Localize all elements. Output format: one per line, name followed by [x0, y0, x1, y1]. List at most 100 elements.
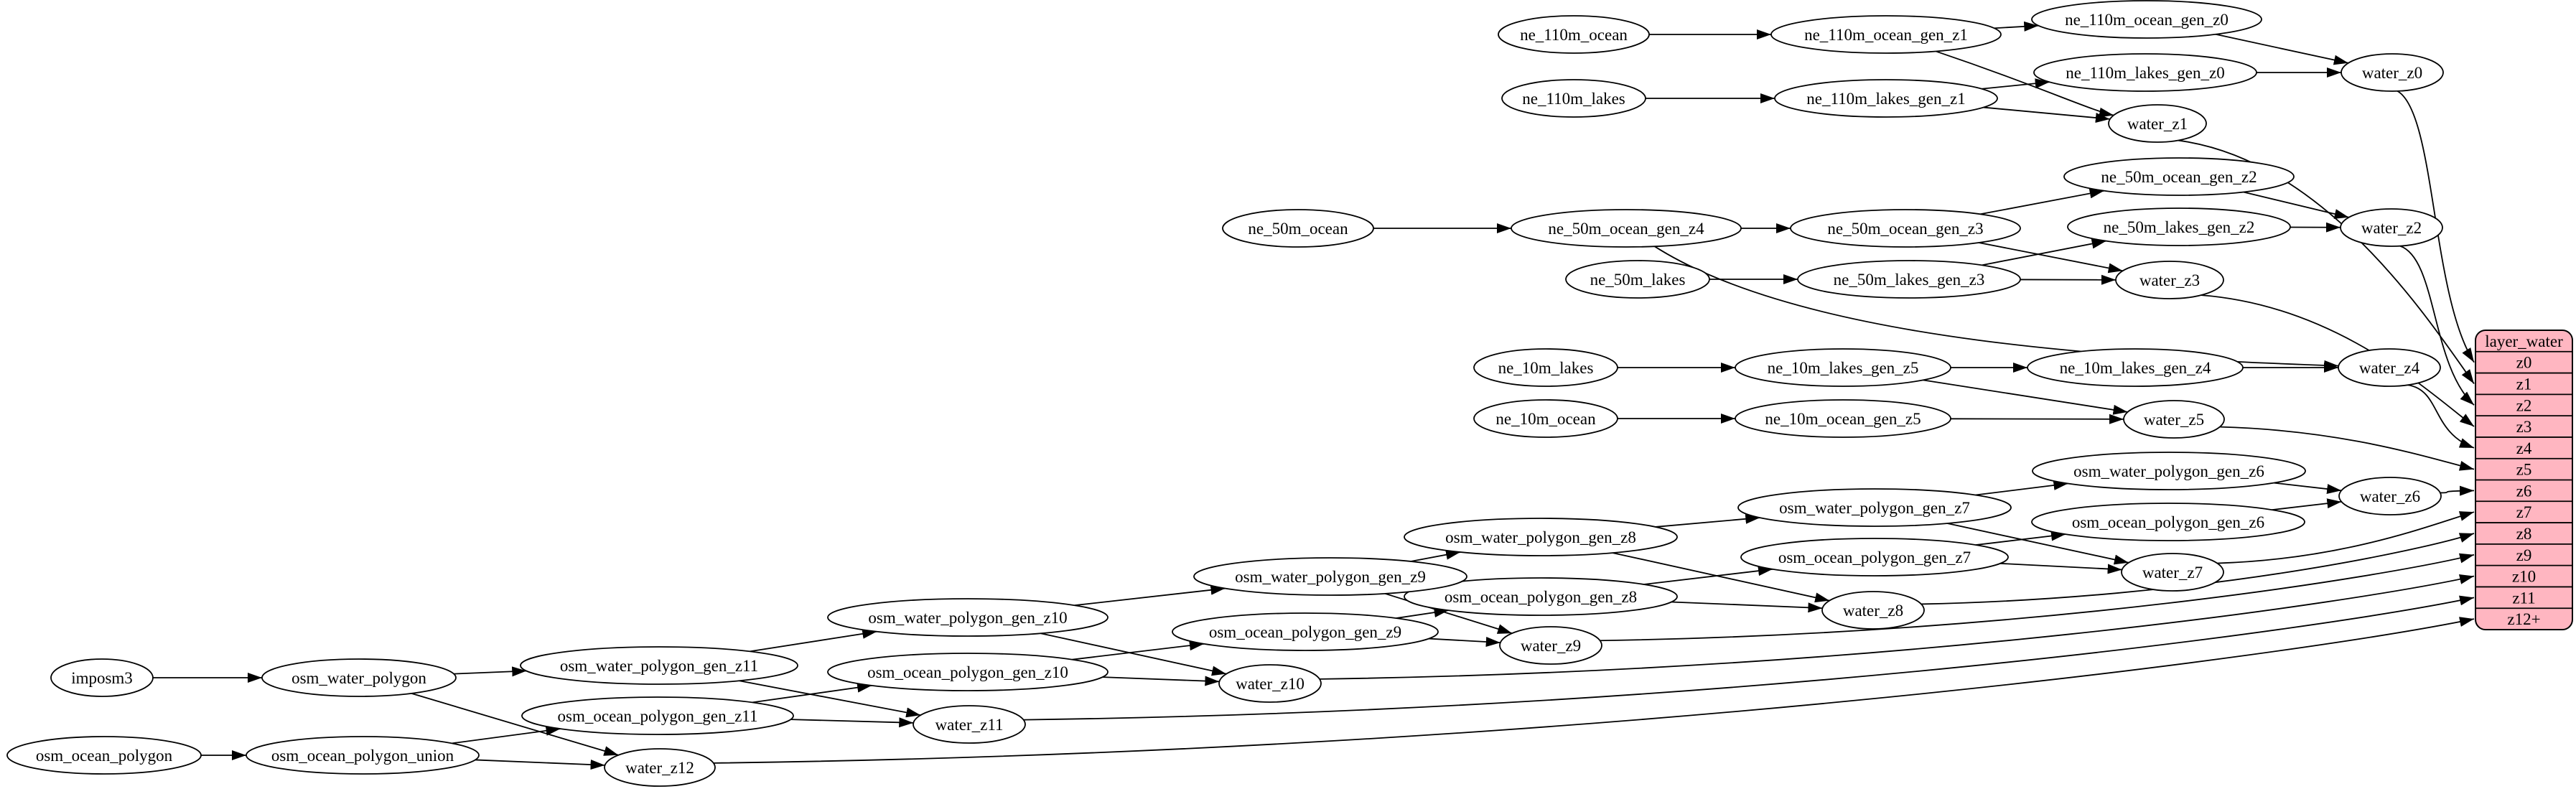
node-label-ne_110m_lakes_gen_z1: ne_110m_lakes_gen_z1 — [1806, 90, 1965, 108]
node-label-ne_110m_ocean_gen_z1: ne_110m_ocean_gen_z1 — [1804, 26, 1968, 44]
node-shape-osm_water_polygon_gen_z11 — [520, 646, 798, 685]
node-label-water_z12: water_z12 — [625, 759, 694, 777]
node-osm_ocean_polygon_gen_z8: osm_ocean_polygon_gen_z8 — [1404, 577, 1678, 616]
node-label-osm_water_polygon_gen_z9: osm_water_polygon_gen_z9 — [1235, 568, 1426, 586]
table-header-layer_water: layer_water — [2485, 332, 2563, 350]
node-label-osm_water_polygon_gen_z7: osm_water_polygon_gen_z7 — [1779, 499, 1970, 517]
node-osm_water_polygon_gen_z10: osm_water_polygon_gen_z10 — [827, 598, 1109, 637]
node-label-osm_ocean_polygon_union: osm_ocean_polygon_union — [271, 747, 454, 765]
node-water_z7: water_z7 — [2121, 553, 2224, 592]
node-shape-osm_water_polygon_gen_z6 — [2032, 452, 2306, 490]
node-label-osm_ocean_polygon_gen_z7: osm_ocean_polygon_gen_z7 — [1778, 548, 1971, 566]
node-shape-water_z7 — [2121, 553, 2224, 592]
node-label-water_z4: water_z4 — [2359, 359, 2420, 377]
edge-osm_water_polygon_gen_z8-to-osm_water_polygon_gen_z7 — [1655, 513, 1760, 528]
node-ne_10m_lakes: ne_10m_lakes — [1473, 348, 1618, 387]
edge-osm_ocean_polygon_union-to-water_z12 — [475, 759, 605, 770]
node-shape-osm_ocean_polygon — [6, 736, 202, 775]
node-shape-osm_water_polygon_gen_z9 — [1193, 557, 1467, 596]
edge-osm_ocean_polygon_gen_z10-to-water_z10 — [1102, 676, 1220, 686]
node-ne_50m_ocean: ne_50m_ocean — [1222, 209, 1374, 248]
node-osm_ocean_polygon: osm_ocean_polygon — [6, 736, 202, 775]
table-row-z0: z0 — [2516, 354, 2532, 372]
node-label-ne_50m_lakes: ne_50m_lakes — [1590, 271, 1686, 289]
table-row-z11: z11 — [2512, 589, 2535, 607]
node-shape-ne_50m_lakes_gen_z2 — [2067, 207, 2291, 246]
node-osm_ocean_polygon_gen_z6: osm_ocean_polygon_gen_z6 — [2031, 503, 2305, 541]
node-shape-osm_ocean_polygon_gen_z7 — [1740, 538, 2009, 576]
edge-water_z2-to-layer_water-z2 — [2399, 245, 2475, 406]
node-label-ne_50m_ocean_gen_z2: ne_50m_ocean_gen_z2 — [2101, 168, 2257, 186]
node-label-water_z8: water_z8 — [1843, 602, 1903, 620]
node-shape-ne_50m_ocean_gen_z3 — [1790, 209, 2021, 248]
node-ne_10m_ocean_gen_z5: ne_10m_ocean_gen_z5 — [1735, 399, 1951, 438]
node-ne_110m_lakes_gen_z0: ne_110m_lakes_gen_z0 — [2033, 53, 2257, 92]
node-shape-ne_50m_lakes_gen_z3 — [1797, 260, 2021, 299]
edge-water_z11-to-layer_water-z11 — [1023, 595, 2475, 721]
edge-water_z5-to-layer_water-z5 — [2219, 426, 2475, 471]
node-label-ne_10m_ocean: ne_10m_ocean — [1495, 410, 1596, 428]
edge-osm_water_polygon_gen_z7-to-osm_water_polygon_gen_z6 — [1975, 480, 2068, 496]
node-label-osm_ocean_polygon_gen_z9: osm_ocean_polygon_gen_z9 — [1209, 623, 1401, 641]
node-label-osm_water_polygon_gen_z6: osm_water_polygon_gen_z6 — [2073, 462, 2264, 480]
node-ne_50m_lakes_gen_z3: ne_50m_lakes_gen_z3 — [1797, 260, 2021, 299]
node-label-osm_ocean_polygon_gen_z10: osm_ocean_polygon_gen_z10 — [867, 663, 1068, 681]
node-shape-water_z4 — [2338, 348, 2441, 387]
node-water_z12: water_z12 — [604, 748, 716, 787]
node-label-ne_10m_lakes: ne_10m_lakes — [1498, 359, 1594, 377]
edge-osm_water_polygon_gen_z7-to-water_z7 — [1947, 523, 2129, 565]
node-shape-water_z11 — [913, 705, 1026, 744]
node-shape-ne_110m_ocean — [1498, 15, 1650, 54]
edge-water_z1-to-layer_water-z1 — [2178, 139, 2475, 384]
node-shape-water_z8 — [1821, 591, 1925, 630]
node-shape-osm_ocean_polygon_gen_z6 — [2031, 503, 2305, 541]
edge-water_z10-to-layer_water-z10 — [1319, 574, 2475, 680]
edge-ne_110m_lakes_gen_z1-to-ne_110m_lakes_gen_z0 — [1982, 78, 2050, 90]
edge-osm_water_polygon_gen_z9-to-osm_water_polygon_gen_z8 — [1410, 549, 1461, 562]
node-label-ne_50m_ocean_gen_z3: ne_50m_ocean_gen_z3 — [1827, 220, 1983, 238]
node-label-osm_ocean_polygon_gen_z8: osm_ocean_polygon_gen_z8 — [1445, 588, 1637, 606]
node-osm_ocean_polygon_union: osm_ocean_polygon_union — [246, 736, 480, 775]
node-ne_10m_lakes_gen_z5: ne_10m_lakes_gen_z5 — [1735, 348, 1951, 387]
node-ne_10m_ocean: ne_10m_ocean — [1473, 399, 1618, 438]
edge-osm_ocean_polygon_gen_z7-to-osm_ocean_polygon_gen_z6 — [1976, 531, 2066, 546]
table-row-z4: z4 — [2516, 439, 2532, 457]
node-label-water_z0: water_z0 — [2362, 64, 2422, 82]
node-water_z6: water_z6 — [2338, 477, 2442, 515]
node-ne_110m_lakes_gen_z1: ne_110m_lakes_gen_z1 — [1774, 79, 1998, 118]
edge-water_z0-to-layer_water-z0 — [2397, 90, 2475, 363]
node-water_z8: water_z8 — [1821, 591, 1925, 630]
node-water_z5: water_z5 — [2123, 400, 2225, 439]
node-shape-ne_110m_lakes_gen_z1 — [1774, 79, 1998, 118]
node-shape-imposm3 — [50, 658, 154, 697]
node-shape-water_z10 — [1218, 664, 1322, 703]
edge-osm_water_polygon-to-water_z12 — [411, 692, 619, 756]
node-label-osm_water_polygon: osm_water_polygon — [291, 669, 426, 687]
node-label-ne_50m_ocean: ne_50m_ocean — [1248, 220, 1348, 238]
node-shape-ne_10m_ocean — [1473, 399, 1618, 438]
node-label-osm_water_polygon_gen_z11: osm_water_polygon_gen_z11 — [560, 657, 758, 675]
node-shape-ne_10m_ocean_gen_z5 — [1735, 399, 1951, 438]
node-ne_50m_ocean_gen_z2: ne_50m_ocean_gen_z2 — [2063, 157, 2295, 196]
table-row-z9: z9 — [2516, 546, 2532, 564]
node-label-ne_10m_ocean_gen_z5: ne_10m_ocean_gen_z5 — [1765, 410, 1921, 428]
table-row-z10: z10 — [2512, 568, 2536, 586]
node-shape-ne_50m_ocean_gen_z2 — [2063, 157, 2295, 196]
node-imposm3: imposm3 — [50, 658, 154, 697]
node-label-osm_ocean_polygon_gen_z6: osm_ocean_polygon_gen_z6 — [2072, 513, 2264, 531]
edge-osm_ocean_polygon_gen_z9-to-osm_ocean_polygon_gen_z8 — [1396, 607, 1449, 619]
node-shape-ne_10m_lakes_gen_z5 — [1735, 348, 1951, 387]
node-osm_ocean_polygon_gen_z7: osm_ocean_polygon_gen_z7 — [1740, 538, 2009, 576]
node-label-water_z3: water_z3 — [2139, 271, 2200, 289]
node-shape-water_z3 — [2115, 261, 2224, 299]
node-shape-osm_ocean_polygon_gen_z8 — [1404, 577, 1678, 616]
edge-water_z7-to-layer_water-z7 — [2217, 511, 2475, 564]
node-osm_water_polygon_gen_z9: osm_water_polygon_gen_z9 — [1193, 557, 1467, 596]
node-osm_water_polygon_gen_z6: osm_water_polygon_gen_z6 — [2032, 452, 2306, 490]
node-water_z1: water_z1 — [2108, 104, 2207, 143]
node-label-water_z2: water_z2 — [2361, 219, 2422, 237]
edge-osm_water_polygon_gen_z8-to-water_z8 — [1613, 552, 1830, 603]
edge-osm_water_polygon_gen_z11-to-water_z11 — [739, 680, 921, 718]
